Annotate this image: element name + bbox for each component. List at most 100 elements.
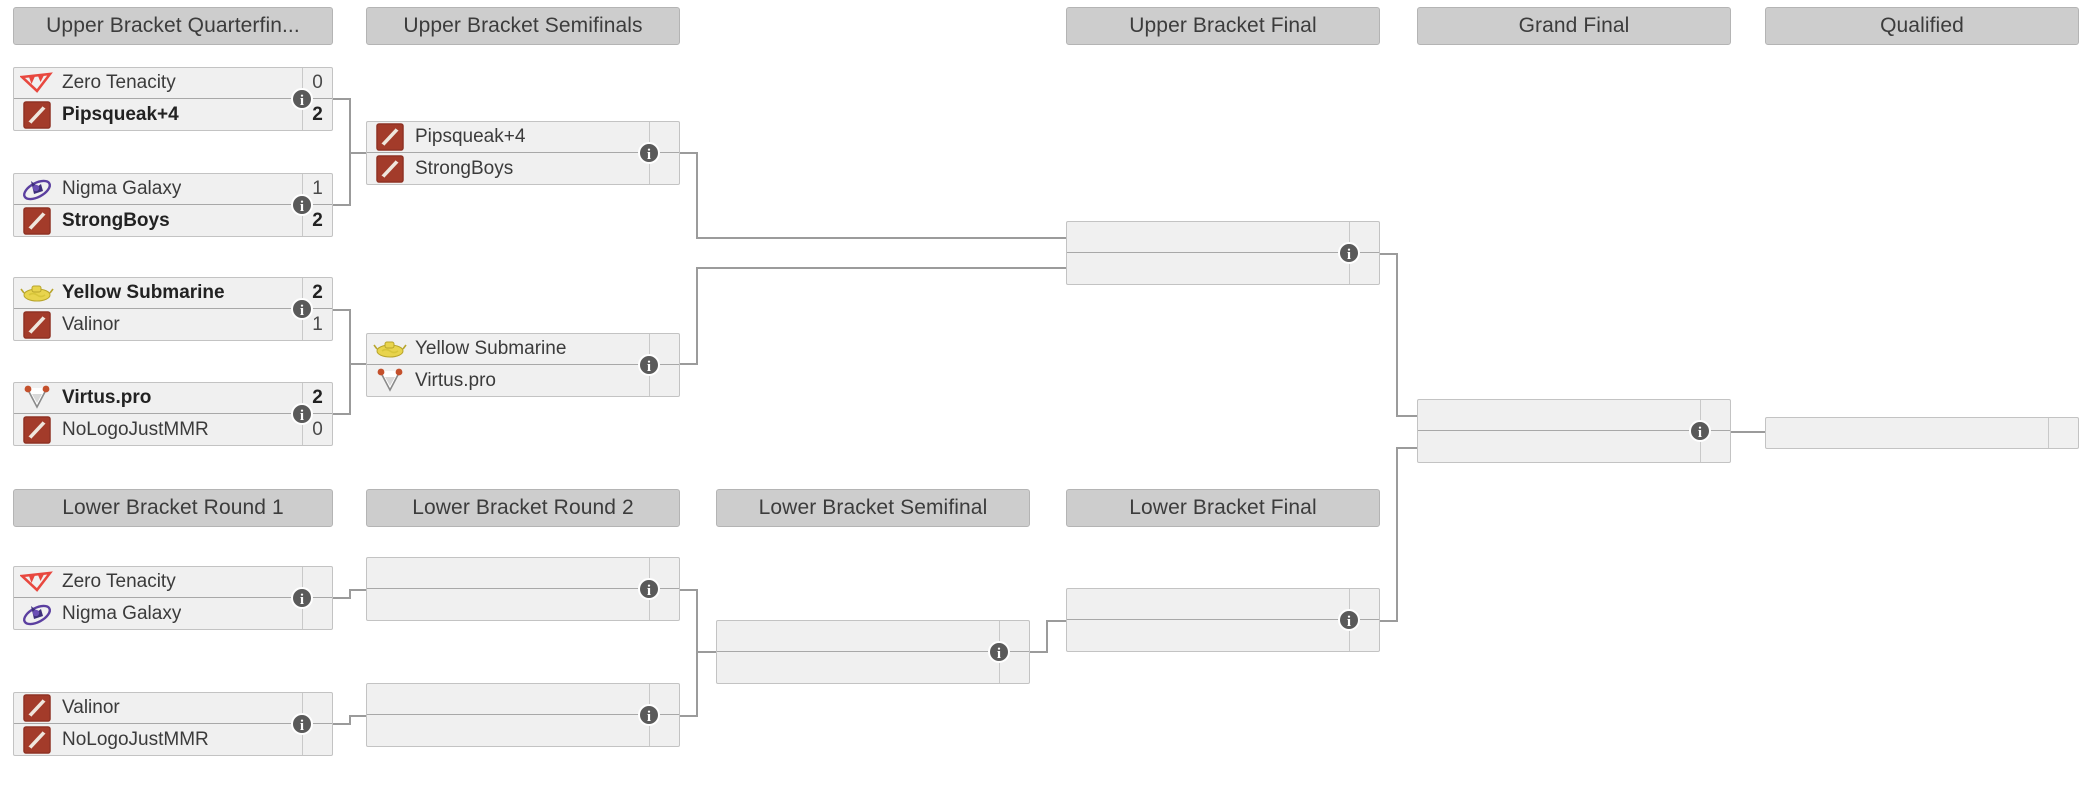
match-info-icon[interactable]: i [291,88,313,110]
match-team-row[interactable]: Pipsqueak+4 [367,122,679,153]
match-team-row[interactable] [1067,222,1379,253]
match-team-row[interactable]: StrongBoys [367,153,679,184]
round-header-lbf[interactable]: Lower Bracket Final [1066,489,1380,527]
match-team-row[interactable] [367,589,679,620]
team-cell [1067,620,1349,651]
match-info-icon[interactable]: i [291,713,313,735]
round-header-ubf[interactable]: Upper Bracket Final [1066,7,1380,45]
team-score [649,365,679,396]
match-team-row[interactable] [1766,418,2078,448]
round-header-lbsf[interactable]: Lower Bracket Semifinal [716,489,1030,527]
team-cell: Pipsqueak+4 [367,122,649,152]
match-team-row[interactable]: Yellow Submarine [367,334,679,365]
match-team-row[interactable]: Zero Tenacity [14,567,332,598]
round-header-gf[interactable]: Grand Final [1417,7,1731,45]
match-box-lbsf1[interactable] [716,620,1030,684]
bracket-connector-line [349,309,351,365]
match-team-row[interactable]: Virtus.pro [367,365,679,396]
team-score [649,558,679,588]
team-cell [1418,431,1700,462]
match-team-row[interactable]: NoLogoJustMMR [14,724,332,755]
team-logo-placeholder-icon [1772,418,1806,448]
match-team-row[interactable] [1418,400,1730,431]
bracket-connector-line [1046,620,1067,622]
match-team-row[interactable] [367,715,679,746]
match-team-row[interactable]: Valinor [14,693,332,724]
match-box-lbf1[interactable] [1066,588,1380,652]
team-score: 2 [302,278,332,308]
match-info-icon[interactable]: i [1338,609,1360,631]
nigma-galaxy-logo-icon [20,174,54,204]
bracket-connector-line [696,651,698,717]
team-cell: Pipsqueak+4 [14,99,302,130]
match-info-icon[interactable]: i [291,298,313,320]
round-header-ubsf[interactable]: Upper Bracket Semifinals [366,7,680,45]
team-cell: Zero Tenacity [14,567,302,597]
team-score [2048,418,2078,448]
bracket-connector-line [1396,253,1398,417]
bracket-connector-line [349,589,351,599]
bracket-connector-line [680,715,698,717]
round-header-lbr2[interactable]: Lower Bracket Round 2 [366,489,680,527]
bracket-connector-line [333,98,351,100]
match-box-gf1[interactable] [1417,399,1731,463]
round-header-lbr1[interactable]: Lower Bracket Round 1 [13,489,333,527]
round-header-qual[interactable]: Qualified [1765,7,2079,45]
bracket-connector-line [349,152,351,206]
match-info-icon[interactable]: i [988,641,1010,663]
bracket-connector-line [333,204,351,206]
match-team-row[interactable] [717,621,1029,652]
match-box-qual1[interactable] [1765,417,2079,449]
virtus-pro-logo-icon [20,383,54,413]
match-info-icon[interactable]: i [638,704,660,726]
match-team-row[interactable] [367,558,679,589]
dota-default-logo-icon [20,693,54,723]
match-team-row[interactable] [1418,431,1730,462]
round-header-label: Upper Bracket Semifinals [403,14,643,37]
team-cell: Zero Tenacity [14,68,302,98]
match-info-icon[interactable]: i [291,194,313,216]
team-score [1349,589,1379,619]
team-score [302,693,332,723]
match-team-row[interactable]: Nigma Galaxy [14,598,332,629]
nigma-galaxy-logo-icon [20,599,54,629]
match-team-row[interactable] [1067,253,1379,284]
match-box-lbr2m1[interactable] [366,557,680,621]
bracket-connector-line [349,152,368,154]
match-info-icon[interactable]: i [291,587,313,609]
match-info-icon[interactable]: i [1689,420,1711,442]
team-name: NoLogoJustMMR [62,418,209,440]
match-team-row[interactable] [717,652,1029,683]
match-box-lbr2m2[interactable] [366,683,680,747]
match-box-ubf1[interactable] [1066,221,1380,285]
round-header-ubqf[interactable]: Upper Bracket Quarterfin... [13,7,333,45]
match-team-row[interactable] [1067,589,1379,620]
bracket-connector-line [696,152,698,238]
match-info-icon[interactable]: i [638,142,660,164]
match-info-icon[interactable]: i [1338,242,1360,264]
match-info-icon[interactable]: i [291,403,313,425]
match-info-icon[interactable]: i [638,578,660,600]
match-team-row[interactable] [1067,620,1379,651]
match-info-icon[interactable]: i [638,354,660,376]
team-cell [367,558,649,588]
team-cell: StrongBoys [367,153,649,184]
team-score [649,334,679,364]
match-team-row[interactable] [367,684,679,715]
